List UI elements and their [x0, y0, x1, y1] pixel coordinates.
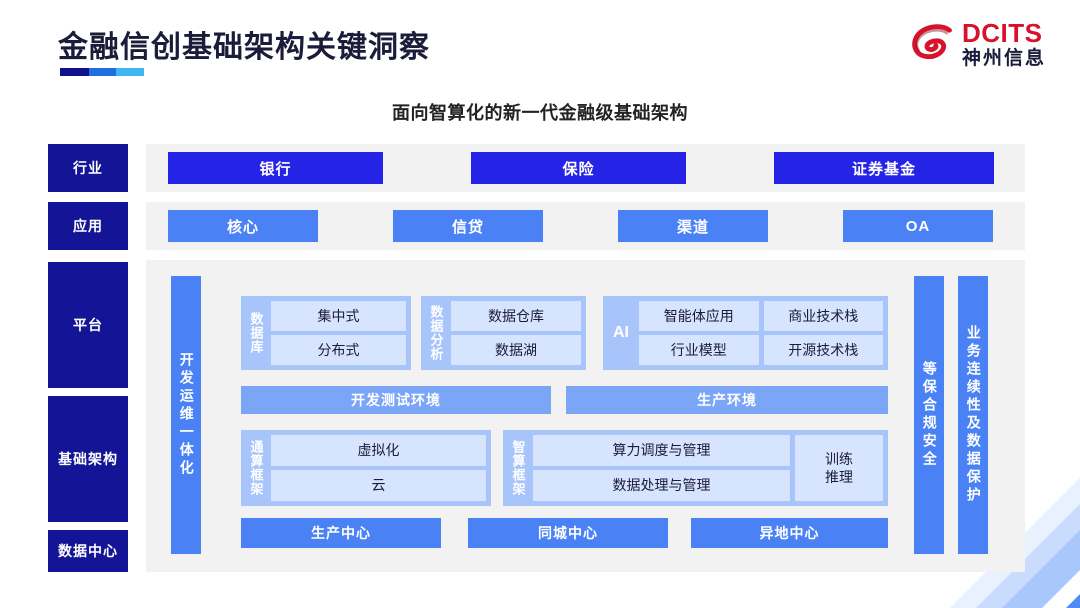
env-chip-production[interactable]: 生产环境: [566, 386, 888, 414]
chip-label: 信贷: [451, 218, 484, 236]
group-label: 通算框架: [248, 440, 264, 496]
logo-cn-text: 神州信息: [961, 48, 1046, 69]
chip-label: 同城中心: [538, 525, 598, 541]
sidebar-item-label: 行业: [73, 160, 103, 176]
cell-train-inference[interactable]: 训练 推理: [795, 435, 883, 501]
cell-cloud[interactable]: 云: [271, 470, 486, 501]
logo-en-text: DCITS: [961, 18, 1043, 48]
industry-chip-securities-fund[interactable]: 证券基金: [774, 152, 994, 184]
sidebar-item-application[interactable]: 应用: [48, 202, 128, 250]
group-database: 数据库 集中式 分布式: [241, 296, 411, 370]
center-chip-production[interactable]: 生产中心: [241, 518, 441, 548]
app-chip-core[interactable]: 核心: [168, 210, 318, 242]
brand-logo: DCITS 神州信息: [911, 20, 1046, 68]
cell-data-processing[interactable]: 数据处理与管理: [533, 470, 790, 501]
cell-centralized[interactable]: 集中式: [271, 301, 406, 331]
cell-train-inference-label: 训练 推理: [825, 450, 853, 485]
chip-label: OA: [905, 217, 931, 235]
group-ai-compute-framework: 智算框架 算力调度与管理 数据处理与管理 训练 推理: [503, 430, 888, 506]
chip-label: 开发测试环境: [351, 392, 441, 408]
title-accent-rule: [60, 68, 144, 76]
industry-chip-insurance[interactable]: 保险: [471, 152, 686, 184]
cell-industry-model[interactable]: 行业模型: [639, 335, 759, 365]
swirl-logo-icon: [912, 24, 952, 60]
sidebar-item-label: 平台: [73, 317, 103, 333]
sidebar-item-industry[interactable]: 行业: [48, 144, 128, 192]
devops-band[interactable]: 开发运维一体化: [171, 276, 201, 554]
chip-label: 银行: [259, 160, 292, 178]
app-chip-channel[interactable]: 渠道: [618, 210, 768, 242]
sidebar-item-infrastructure[interactable]: 基础架构: [48, 396, 128, 522]
group-label: 数据分析: [428, 305, 444, 361]
cell-data-lake[interactable]: 数据湖: [451, 335, 581, 365]
group-label: 数据库: [248, 312, 264, 354]
cell-data-warehouse[interactable]: 数据仓库: [451, 301, 581, 331]
cell-distributed[interactable]: 分布式: [271, 335, 406, 365]
cell-commercial-stack[interactable]: 商业技术栈: [763, 301, 883, 331]
app-chip-oa[interactable]: OA: [843, 210, 993, 242]
application-row-panel: 核心 信贷 渠道 OA: [146, 202, 1025, 250]
group-data-analytics: 数据分析 数据仓库 数据湖: [421, 296, 586, 370]
industry-chip-bank[interactable]: 银行: [168, 152, 383, 184]
group-label: 智算框架: [510, 440, 526, 496]
band-label: 开发运维一体化: [178, 352, 195, 478]
chip-label: 保险: [562, 160, 595, 178]
industry-row-panel: 银行 保险 证券基金: [146, 144, 1025, 192]
sidebar-item-label: 应用: [73, 218, 103, 234]
chip-label: 生产环境: [697, 392, 757, 408]
cell-opensource-stack[interactable]: 开源技术栈: [763, 335, 883, 365]
compliance-security-band[interactable]: 等保合规安全: [914, 276, 944, 554]
cell-compute-scheduling[interactable]: 算力调度与管理: [533, 435, 790, 466]
chip-label: 生产中心: [311, 525, 371, 541]
group-ai: AI 智能体应用 行业模型 商业技术栈 开源技术栈: [603, 296, 888, 370]
group-general-compute-framework: 通算框架 虚拟化 云: [241, 430, 491, 506]
center-chip-metro[interactable]: 同城中心: [468, 518, 668, 548]
env-chip-dev-test[interactable]: 开发测试环境: [241, 386, 551, 414]
band-label: 业务连续性及数据保护: [965, 325, 982, 505]
center-chip-remote[interactable]: 异地中心: [691, 518, 888, 548]
ai-label: AI: [613, 324, 629, 341]
platform-panel: 开发运维一体化 等保合规安全 业务连续性及数据保护 数据库 集中式 分布式 数据…: [146, 260, 1025, 572]
chip-label: 核心: [226, 218, 259, 236]
app-chip-credit[interactable]: 信贷: [393, 210, 543, 242]
cell-agent-application[interactable]: 智能体应用: [639, 301, 759, 331]
sidebar-item-label: 基础架构: [58, 451, 118, 467]
page-title: 金融信创基础架构关键洞察: [58, 31, 430, 64]
business-continuity-band[interactable]: 业务连续性及数据保护: [958, 276, 988, 554]
sidebar-item-datacenter[interactable]: 数据中心: [48, 530, 128, 572]
diagram-subtitle: 面向智算化的新一代金融级基础架构: [392, 103, 688, 123]
chip-label: 渠道: [676, 218, 709, 236]
sidebar-item-label: 数据中心: [58, 543, 118, 559]
band-label: 等保合规安全: [921, 361, 938, 469]
sidebar-item-platform[interactable]: 平台: [48, 262, 128, 388]
chip-label: 异地中心: [759, 525, 820, 541]
cell-virtualization[interactable]: 虚拟化: [271, 435, 486, 466]
chip-label: 证券基金: [851, 160, 916, 178]
